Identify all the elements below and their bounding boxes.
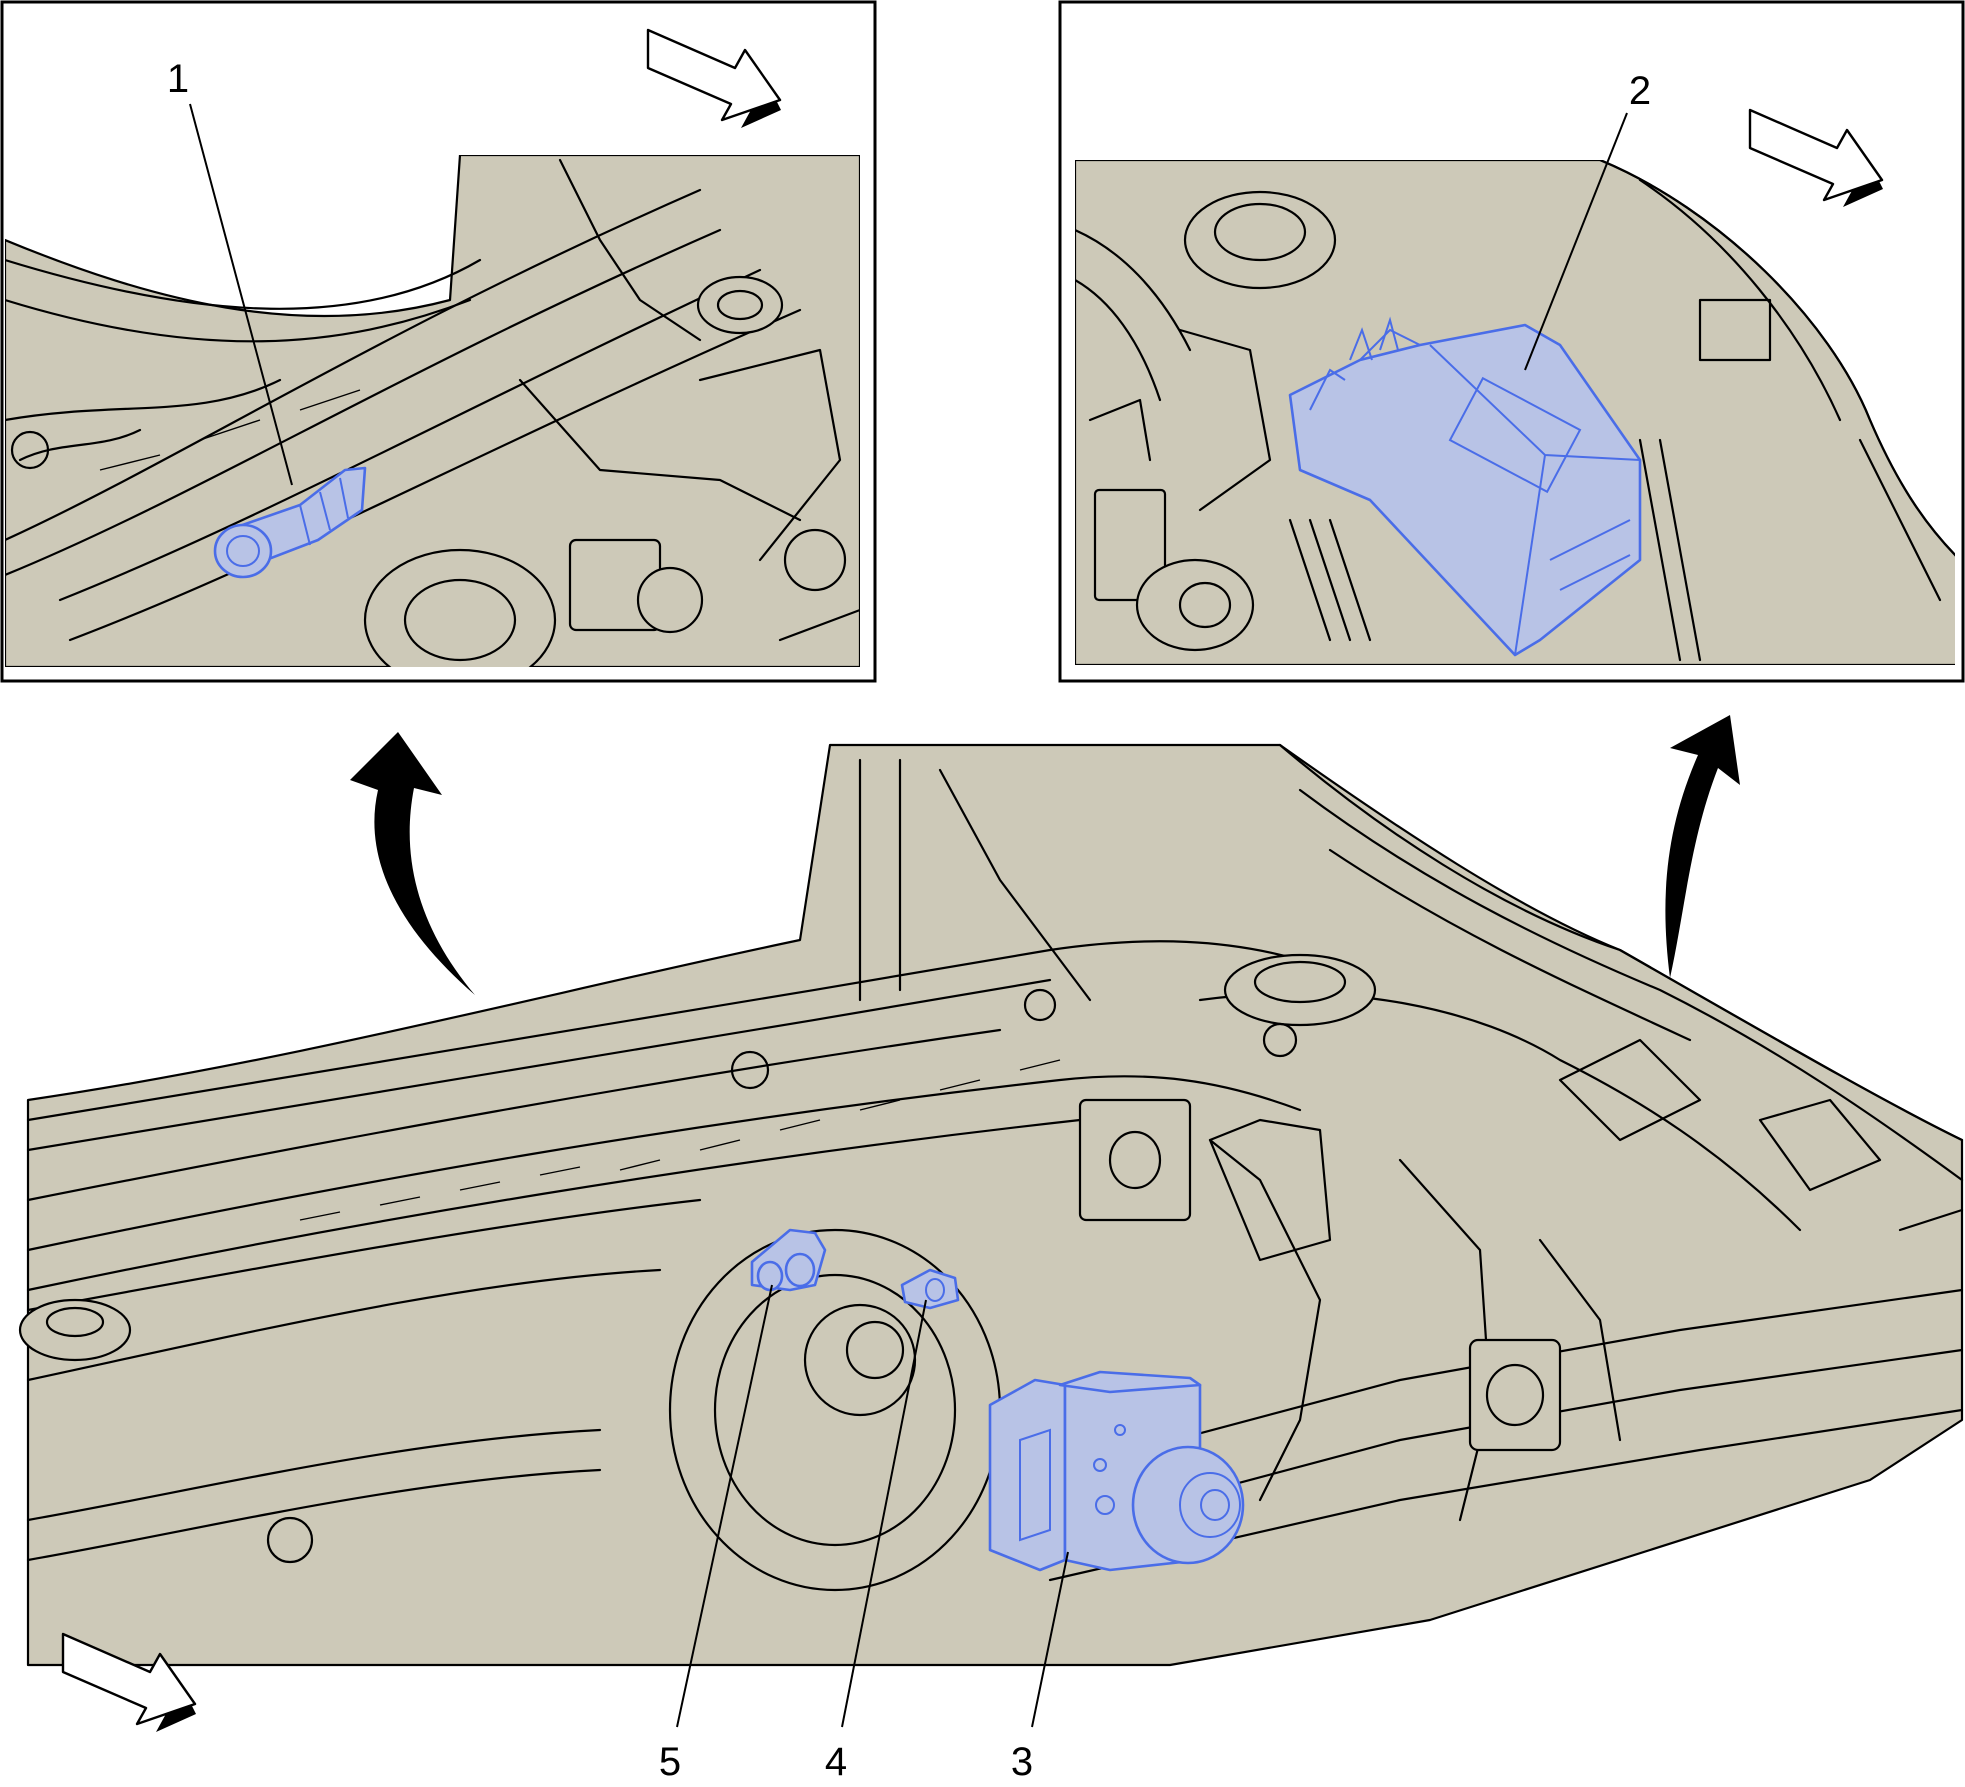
component-5-highlight: [750, 1228, 827, 1292]
callout-3-leader: [1031, 1551, 1069, 1728]
inset-view-left: 1: [0, 0, 877, 683]
curved-arrow-up-icon: [350, 732, 475, 995]
arrow-right-down-icon: [1748, 108, 1884, 207]
component-1-highlight: [213, 466, 367, 579]
callout-2-label: 2: [1629, 69, 1651, 113]
component-4-highlight: [900, 1268, 960, 1310]
inset-view-right: 2: [1058, 0, 1965, 683]
component-2-highlight: [1288, 316, 1642, 657]
callout-5-label: 5: [659, 1740, 681, 1784]
arrow-right-down-icon: [61, 1632, 197, 1732]
component-3-highlight: [988, 1370, 1245, 1572]
callout-4-label: 4: [825, 1740, 847, 1784]
callout-4-leader: [841, 1299, 927, 1728]
callout-1-label: 1: [167, 57, 189, 101]
callout-2-leader: [1524, 112, 1628, 371]
arrow-right-down-icon: [646, 28, 782, 128]
curved-arrow-up-icon: [1665, 715, 1740, 978]
callout-1-leader: [189, 103, 293, 486]
main-engine-bay-view: [18, 743, 1964, 1667]
callout-3-label: 3: [1011, 1740, 1033, 1784]
callout-5-leader: [676, 1284, 773, 1728]
